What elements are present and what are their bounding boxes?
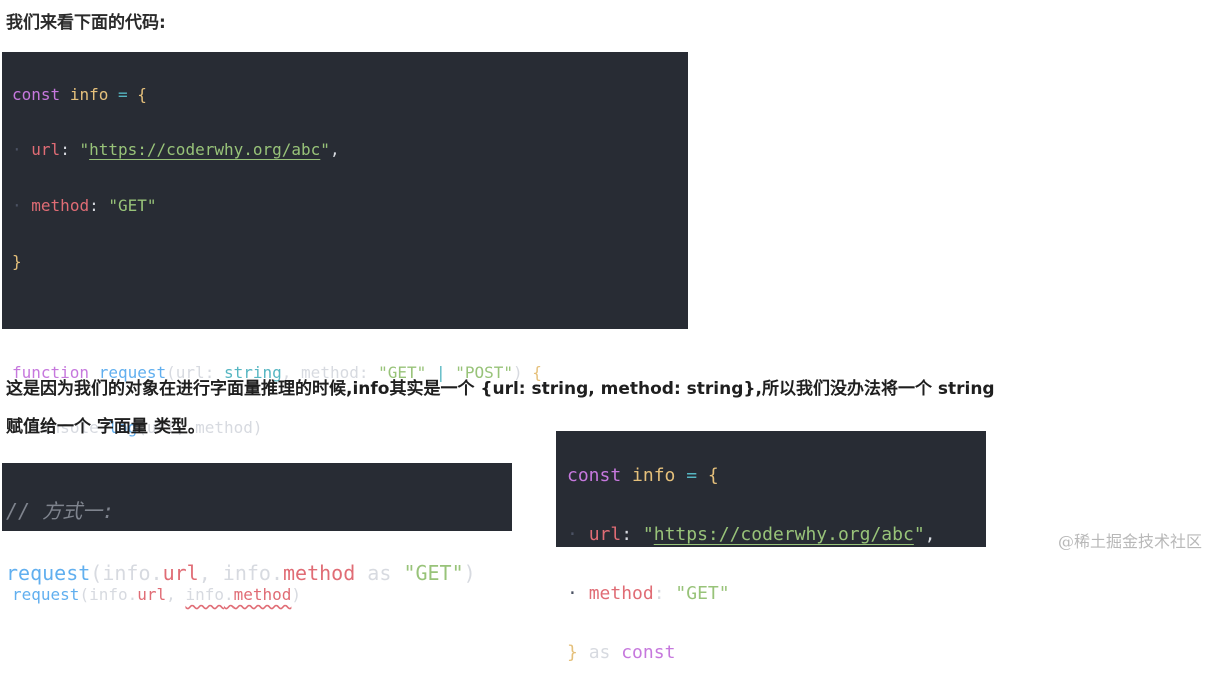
colon: : <box>89 195 99 215</box>
code-line: // 方式一: <box>6 496 512 527</box>
union-operator: | <box>435 362 446 382</box>
variable: info <box>632 464 676 486</box>
url-string[interactable]: https://coderwhy.org/abc <box>89 140 321 160</box>
brace: { <box>707 464 719 486</box>
explanation-paragraph: 赋值给一个 字面量 类型。 <box>6 417 205 437</box>
function-name: log <box>108 418 138 438</box>
paren: ( <box>90 561 103 585</box>
colon: : <box>204 362 215 382</box>
explanation-paragraph: 这是因为我们的对象在进行字面量推理的时候,info其实是一个 {url: str… <box>6 379 995 399</box>
code-block-method-one: // 方式一: request(info.url, info.method as… <box>2 463 512 585</box>
paren: ( <box>166 362 176 382</box>
dot: . <box>270 561 283 585</box>
comma: , <box>198 561 211 585</box>
parameter: url <box>175 362 205 382</box>
quote: " <box>320 140 330 160</box>
colon: : <box>653 582 665 604</box>
property: method <box>31 195 90 215</box>
code-comment: // 方式一: <box>6 499 115 523</box>
colon: : <box>60 140 70 160</box>
comma: , <box>329 140 340 160</box>
string-literal: "POST" <box>455 362 514 382</box>
code-line: · url: "https://coderwhy.org/abc", <box>567 523 936 545</box>
brace: } <box>567 641 578 663</box>
code-block-request: const info = { · url: "https://coderwhy.… <box>2 52 688 604</box>
paren: ) <box>513 362 523 382</box>
quote: " <box>642 523 654 545</box>
code-line: request(info.url, info.method as "GET") <box>6 558 512 589</box>
object: info <box>222 561 271 585</box>
code-line: · method: "GET" <box>12 195 157 215</box>
quote: " <box>79 140 90 160</box>
code-line: · url: "https://coderwhy.org/abc", <box>12 140 340 160</box>
keyword: function <box>12 362 90 382</box>
type-annotation: string <box>223 362 282 382</box>
code-line: · console.log(url, method) <box>12 418 263 438</box>
string-literal: "GET" <box>403 561 464 585</box>
property: method <box>588 582 654 604</box>
dot: . <box>98 418 109 438</box>
code-line: const info = { <box>567 461 986 491</box>
url-string[interactable]: https://coderwhy.org/abc <box>653 523 914 545</box>
function-name: request <box>98 362 167 382</box>
keyword: const <box>567 464 622 486</box>
parameter: method <box>301 362 359 382</box>
property: url <box>162 561 199 585</box>
keyword: const <box>12 84 61 104</box>
watermark: @稀土掘金技术社区 <box>1057 532 1202 551</box>
arguments: (url, method) <box>137 418 263 438</box>
colon: : <box>358 362 369 382</box>
colon: : <box>621 523 633 545</box>
comma: , <box>924 523 936 545</box>
quote: " <box>913 523 925 545</box>
property: url <box>588 523 622 545</box>
object: info <box>102 561 151 585</box>
brace: { <box>532 362 542 382</box>
comma: , <box>281 362 292 382</box>
code-line: } as const <box>567 638 986 668</box>
code-block-as-const: const info = { · url: "https://coderwhy.… <box>556 431 986 663</box>
variable: info <box>69 84 109 104</box>
object: console <box>31 418 99 438</box>
operator: = <box>686 464 698 486</box>
code-line: function request(url: string, method: "G… <box>12 359 688 387</box>
code-line: } <box>12 248 688 276</box>
function-name: request <box>6 561 91 585</box>
brace: { <box>137 84 147 104</box>
code-line: const info = { <box>12 81 688 109</box>
paren: ) <box>463 561 476 585</box>
brace: } <box>12 251 22 271</box>
keyword: const <box>621 641 676 663</box>
as-keyword: as <box>367 561 392 585</box>
dot: . <box>150 561 163 585</box>
heading: 我们来看下面的代码: <box>6 13 166 33</box>
string-literal: "GET" <box>108 195 157 215</box>
property: method <box>283 561 356 585</box>
string-literal: "GET" <box>378 362 427 382</box>
string-literal: "GET" <box>675 582 730 604</box>
code-line-blank <box>12 303 688 331</box>
operator: = <box>117 84 128 104</box>
property: url <box>31 140 61 160</box>
code-line: · method: "GET" <box>567 582 730 604</box>
as-keyword: as <box>588 641 611 663</box>
